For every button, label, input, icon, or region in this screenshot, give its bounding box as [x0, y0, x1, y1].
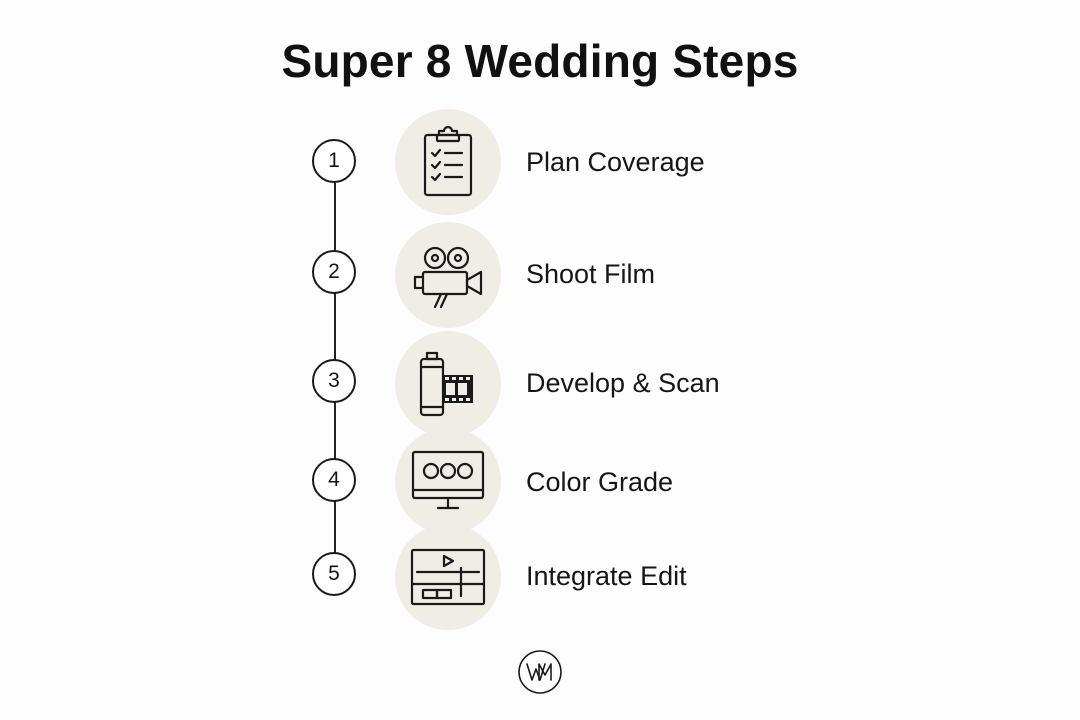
step-icon-badge-2	[395, 222, 501, 328]
step-number-2: 2	[312, 250, 356, 294]
wm-logo-icon	[518, 650, 562, 694]
step-icon-badge-4	[395, 428, 501, 534]
step-number-4: 4	[312, 458, 356, 502]
step-number-1: 1	[312, 139, 356, 183]
step-icon-badge-1	[395, 109, 501, 215]
step-label-2: Shoot Film	[526, 259, 656, 289]
video-editor-icon	[410, 548, 486, 606]
page-title: Super 8 Wedding Steps	[281, 35, 799, 87]
step-icon-badge-5	[395, 524, 501, 630]
step-label-5: Integrate Edit	[526, 561, 687, 591]
step-label-1: Plan Coverage	[526, 147, 705, 177]
step-number-3: 3	[312, 359, 356, 403]
film-canister-icon	[419, 351, 473, 417]
step-label-3: Develop & Scan	[526, 368, 720, 398]
monitor-icon	[411, 450, 485, 510]
step-number-5: 5	[312, 552, 356, 596]
clipboard-checklist-icon	[423, 125, 473, 197]
step-icon-badge-3	[395, 331, 501, 437]
film-camera-icon	[413, 246, 483, 309]
step-label-4: Color Grade	[526, 467, 674, 497]
